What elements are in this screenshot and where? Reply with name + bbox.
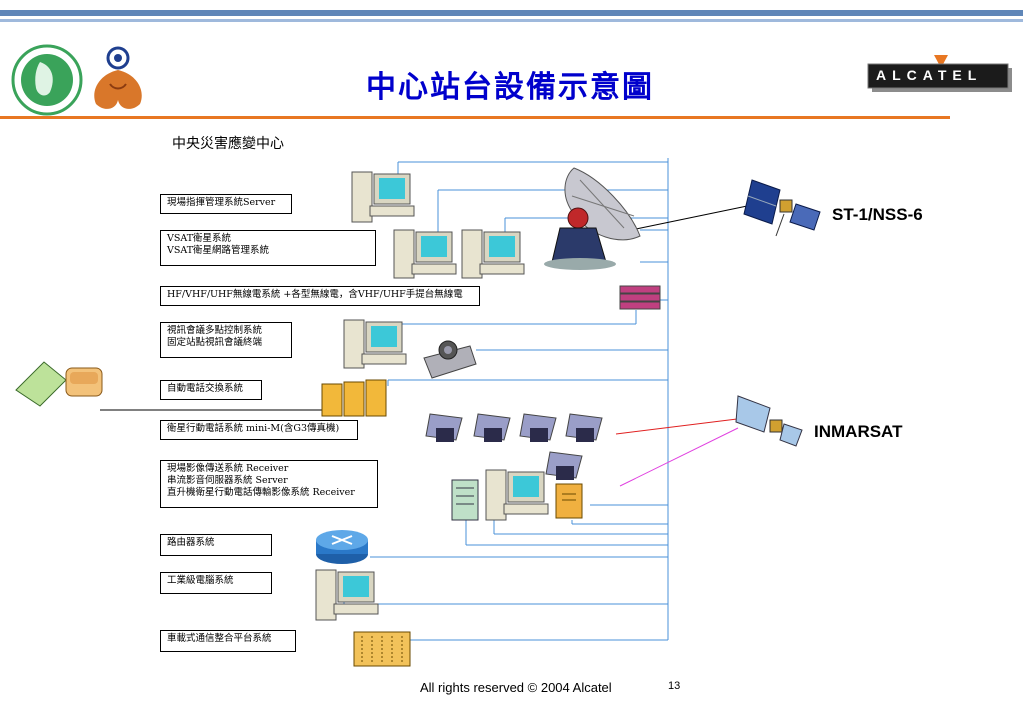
box-industrial-pc-line-1: 工業級電腦系統	[167, 575, 234, 586]
page-title: 中心站台設備示意圖	[366, 70, 654, 105]
box-industrial-pc: 工業級電腦系統	[160, 572, 272, 594]
box-vehicle: 車載式通信整合平台系統	[160, 630, 296, 652]
mini-m-terminal-icon	[425, 413, 603, 480]
page-subtitle: 中央災害應變中心	[172, 136, 284, 152]
st1-satellite-label: ST-1/NSS-6	[832, 205, 923, 224]
box-scene-server: 現場指揮管理系統Server	[160, 194, 292, 214]
satellite-dish-icon	[544, 167, 641, 270]
box-image-line-1: 現場影像傳送系統 Receiver	[167, 463, 289, 474]
box-scene-server-line-1: 現場指揮管理系統Server	[167, 197, 276, 208]
alcatel-logo-text: ALCATEL	[876, 67, 983, 83]
box-video-conf-line-1: 視訊會議多點控制系統	[167, 325, 263, 336]
alcatel-logo	[867, 55, 1012, 92]
box-vsat: VSAT衛星系統 VSAT衛星網路管理系統	[160, 230, 376, 266]
box-mini-m: 衛星行動電話系統 mini-M(含G3傳真機)	[160, 420, 358, 440]
box-router: 路由器系統	[160, 534, 272, 556]
agency-seal-icon	[11, 44, 83, 116]
video-conference-camera-icon	[423, 340, 477, 379]
network-bus	[343, 158, 669, 641]
header-bar-bottom	[0, 19, 1023, 22]
box-vsat-line-1: VSAT衛星系統	[167, 233, 232, 244]
receiver-box-icon	[555, 483, 583, 519]
radio-rack-icon	[619, 285, 661, 310]
title-divider	[0, 116, 950, 119]
inmarsat-satellite-icon	[735, 395, 803, 447]
server-computer-icon	[351, 171, 415, 223]
box-vehicle-line-1: 車載式通信整合平台系統	[167, 633, 272, 644]
box-pbx: 自動電話交換系統	[160, 380, 262, 400]
vsat-computer-2-icon	[461, 229, 525, 279]
vehicle-platform-icon	[353, 631, 411, 667]
box-vsat-line-2: VSAT衛星網路管理系統	[167, 245, 270, 256]
vsat-computer-1-icon	[393, 229, 457, 279]
box-video-conf-line-2: 固定站點視訊會議終端	[167, 337, 263, 348]
box-radio-line-1: HF/VHF/UHF無線電系統 +各型無線電，含VHF/UHF手提台無線電	[167, 289, 463, 300]
fax-phone-icon	[15, 361, 103, 407]
box-radio: HF/VHF/UHF無線電系統 +各型無線電，含VHF/UHF手提台無線電	[160, 286, 480, 306]
box-image-line-2: 串流影音伺服器系統 Server	[167, 475, 288, 486]
image-computer-icon	[485, 469, 549, 521]
inmarsat-link-red	[615, 418, 738, 435]
router-icon	[316, 530, 368, 564]
box-pbx-line-1: 自動電話交換系統	[167, 383, 244, 394]
phoenix-emblem-icon	[94, 46, 142, 109]
header-bar-top	[0, 10, 1023, 16]
box-image-line-3: 直升機衛星行動電話傳輸影像系統 Receiver	[167, 487, 355, 498]
video-conference-computer-icon	[343, 319, 407, 369]
box-video-conf: 視訊會議多點控制系統 固定站點視訊會議終端	[160, 322, 292, 358]
inmarsat-link-magenta	[619, 427, 739, 487]
box-router-line-1: 路由器系統	[167, 537, 215, 548]
streaming-server-icon	[451, 479, 479, 521]
page-number: 13	[668, 680, 681, 692]
inmarsat-satellite-label: INMARSAT	[814, 422, 903, 441]
st1-satellite-icon	[743, 179, 821, 237]
pbx-switch-icon	[321, 379, 387, 417]
industrial-computer-icon	[315, 569, 379, 621]
box-image: 現場影像傳送系統 Receiver 串流影音伺服器系統 Server 直升機衛星…	[160, 460, 378, 508]
box-mini-m-line-1: 衛星行動電話系統 mini-M(含G3傳真機)	[167, 423, 340, 434]
footer-copyright: All rights reserved © 2004 Alcatel	[420, 680, 612, 695]
